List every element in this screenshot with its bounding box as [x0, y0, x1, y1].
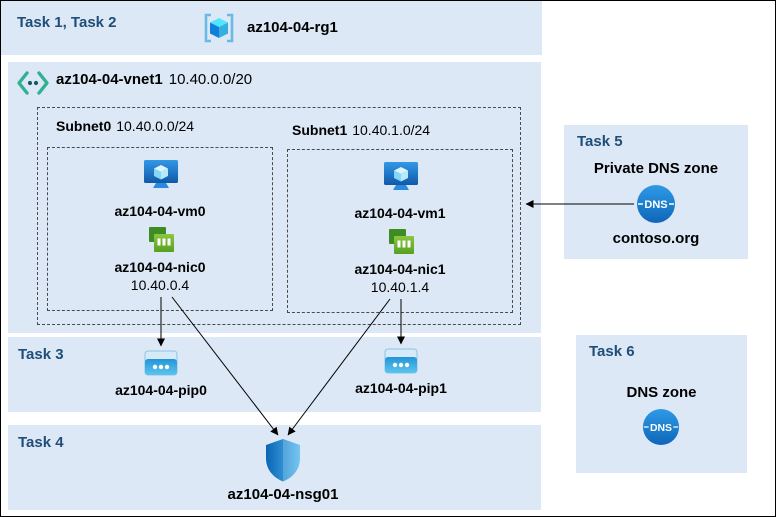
pip1-name: az104-04-pip1: [355, 380, 447, 396]
task-5-label: Task 5: [577, 133, 623, 150]
nic0-icon: [146, 226, 176, 254]
private-dns-zone-title: Private DNS zone: [593, 160, 719, 177]
task-6-label: Task 6: [589, 343, 635, 360]
pip0-icon: [144, 350, 178, 376]
vnet-cidr: 10.40.0.0/20: [168, 71, 253, 88]
task-5-panel: Task 5 Private DNS zone DNS contoso.org: [564, 125, 748, 259]
vm1-icon: [382, 158, 420, 196]
vnet-name: az104-04-vnet1: [56, 71, 163, 88]
subnet0-box: az104-04-vm0 az104-04-nic0 10.40.0.4: [47, 147, 273, 311]
dns-zone-icon: DNS: [642, 408, 680, 446]
pip1-icon: [384, 348, 418, 374]
vm0-icon: [142, 156, 180, 194]
subnet1-cidr: 10.40.1.0/24: [352, 122, 431, 138]
nic1-private-ip: 10.40.1.4: [370, 279, 430, 295]
task-6-panel: Task 6 DNS zone DNS: [576, 335, 747, 473]
subnets-boundary: [37, 107, 521, 325]
resource-group-name: az104-04-rg1: [247, 19, 338, 36]
task-4-label: Task 4: [18, 434, 64, 451]
private-dns-zone-name: contoso.org: [612, 230, 700, 247]
private-dns-icon: DNS: [636, 184, 676, 224]
nsg-shield-icon: [263, 438, 303, 482]
task-3-band: Task 3 az104-04-pip0 az104-04-pip1: [8, 337, 541, 412]
virtual-network-icon: [16, 70, 50, 96]
vnet-header: az104-04-vnet1 10.40.0.0/20: [56, 71, 252, 88]
dns-zone-title: DNS zone: [626, 384, 697, 401]
nsg-name: az104-04-nsg01: [227, 486, 339, 503]
vm1-name: az104-04-vm1: [354, 205, 446, 221]
private-dns-icon-text: DNS: [644, 199, 667, 211]
subnet0-name: Subnet0: [56, 118, 112, 134]
nic0-name: az104-04-nic0: [114, 259, 206, 275]
nic1-name: az104-04-nic1: [354, 261, 446, 277]
dns-zone-icon-text: DNS: [650, 423, 672, 434]
pip0-name: az104-04-pip0: [115, 382, 207, 398]
nic1-icon: [386, 228, 416, 256]
task-1-2-label: Task 1, Task 2: [17, 14, 117, 31]
task-3-label: Task 3: [18, 346, 64, 363]
nic0-private-ip: 10.40.0.4: [130, 277, 190, 293]
task-1-2-band: Task 1, Task 2 az104-04-rg1: [1, 1, 542, 55]
vm0-name: az104-04-vm0: [114, 203, 206, 219]
subnet0-cidr: 10.40.0.0/24: [116, 118, 195, 134]
subnet1-name: Subnet1: [292, 122, 348, 138]
subnet1-box: az104-04-vm1 az104-04-nic1 10.40.1.4: [287, 149, 513, 313]
task-4-band: Task 4 az104-04-nsg01: [8, 425, 541, 510]
resource-group-icon: [199, 8, 239, 48]
